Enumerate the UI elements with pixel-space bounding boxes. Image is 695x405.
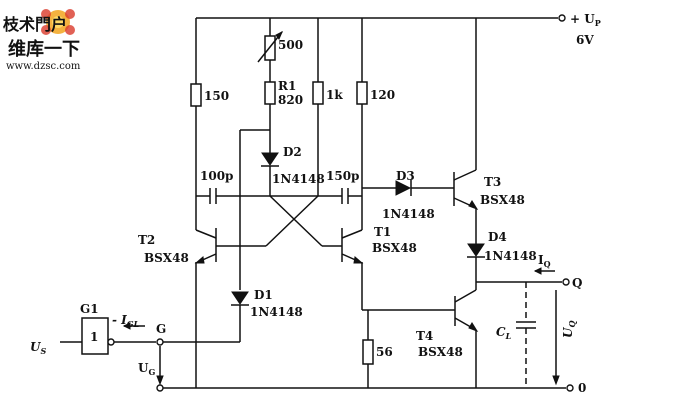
output-q-label: Q [572, 276, 582, 290]
capacitor-100p-group: 100p [196, 169, 318, 204]
ground-terminal [566, 384, 574, 392]
input-us-label: US [30, 340, 46, 356]
transistor-t2-name: T2 [138, 233, 155, 247]
current-iq-label: IQ [538, 253, 551, 269]
watermark-subtitle: 维库一下 [8, 38, 80, 60]
resistor-56-label: 56 [376, 345, 393, 359]
capacitor-cl-label: CL [496, 325, 512, 341]
transistor-t1-part: BSX48 [372, 241, 417, 255]
gate-g1-body [81, 317, 109, 355]
resistor-1k-label: 1k [326, 88, 343, 102]
diode-d1-name: D1 [254, 288, 273, 302]
transistor-t1-name: T1 [374, 225, 391, 239]
branch-d1-feed: D1 1N4148 [231, 129, 303, 342]
capacitor-150p-group: 150p [318, 169, 362, 204]
transistor-t2-part: BSX48 [144, 251, 189, 265]
diode-d4 [467, 243, 485, 257]
resistor-r1 [264, 81, 276, 105]
watermark-title: 枝术門户 [2, 15, 67, 34]
output-q: Q IQ [476, 253, 582, 290]
diode-d1 [231, 291, 249, 305]
supply-rail: + UP 6V [196, 12, 601, 47]
diode-d4-group: D4 1N4148 [467, 230, 537, 290]
transistor-t1: T1 BSX48 [322, 225, 417, 310]
resistor-56 [362, 339, 374, 365]
supply-voltage: 6V [576, 33, 594, 47]
resistor-150-label: 150 [204, 89, 229, 103]
branch-150: 150 [190, 18, 229, 230]
diode-d3 [395, 180, 412, 196]
voltage-ug: UG [138, 346, 164, 392]
supply-label: + UP [570, 12, 601, 28]
output-q-terminal [562, 278, 570, 286]
branch-120: 120 [356, 18, 395, 230]
transistor-t4: T4 BSX48 [416, 289, 479, 388]
resistor-120-label: 120 [370, 88, 395, 102]
voltage-ug-label: UG [138, 361, 155, 377]
input-us: US [30, 340, 82, 356]
branch-56: 56 [362, 309, 455, 388]
transistor-t3-part: BSX48 [480, 193, 525, 207]
diode-d4-part: 1N4148 [484, 249, 537, 263]
gate-g1: 1 G1 [80, 302, 115, 355]
node-g: G - IGL [112, 313, 240, 346]
transistor-t3-name: T3 [484, 175, 501, 189]
resistor-120 [356, 81, 368, 105]
resistor-r1-value: 820 [278, 93, 303, 107]
potentiometer-500-label: 500 [278, 38, 303, 52]
voltage-uq-label: UQ [561, 321, 577, 338]
gate-g1-symbol: 1 [90, 330, 98, 344]
diode-d3-name: D3 [396, 169, 415, 183]
diode-d2-name: D2 [283, 145, 302, 159]
current-igl-label: - IGL [112, 313, 140, 329]
branch-r1: 500 R1 820 D2 1N4148 [257, 18, 325, 196]
capacitor-100p-label: 100p [200, 169, 233, 183]
transistor-t4-part: BSX48 [418, 345, 463, 359]
capacitor-150p-label: 150p [326, 169, 359, 183]
diode-d3-part: 1N4148 [382, 207, 435, 221]
cross-coupling [265, 195, 323, 247]
diode-d3-group: D3 1N4148 [362, 169, 454, 221]
node-g-terminal [156, 338, 164, 346]
resistor-1k [312, 81, 324, 105]
supply-terminal [558, 14, 566, 22]
ground-label: 0 [578, 381, 586, 395]
resistor-r1-name: R1 [278, 79, 296, 93]
flower-mascot-icon [41, 9, 75, 35]
diode-d2 [261, 152, 279, 166]
transistor-t4-name: T4 [416, 329, 433, 343]
diode-d2-part: 1N4148 [272, 172, 325, 186]
branch-1k: 1k [312, 18, 343, 196]
watermark-url: www.dzsc.com [6, 61, 81, 72]
gate-g1-name: G1 [80, 302, 99, 316]
voltage-uq: UQ [552, 290, 577, 386]
transistor-t2: T2 BSX48 [138, 228, 266, 388]
capacitor-cl: CL [496, 282, 536, 388]
watermark-logo: 枝术門户 维库一下 www.dzsc.com [2, 9, 81, 72]
node-g-label: G [156, 322, 166, 336]
diode-d4-name: D4 [488, 230, 507, 244]
transistor-t3: T3 BSX48 [453, 18, 525, 244]
resistor-150 [190, 83, 202, 107]
diode-d1-part: 1N4148 [250, 305, 303, 319]
ground-rail: 0 [160, 381, 586, 395]
